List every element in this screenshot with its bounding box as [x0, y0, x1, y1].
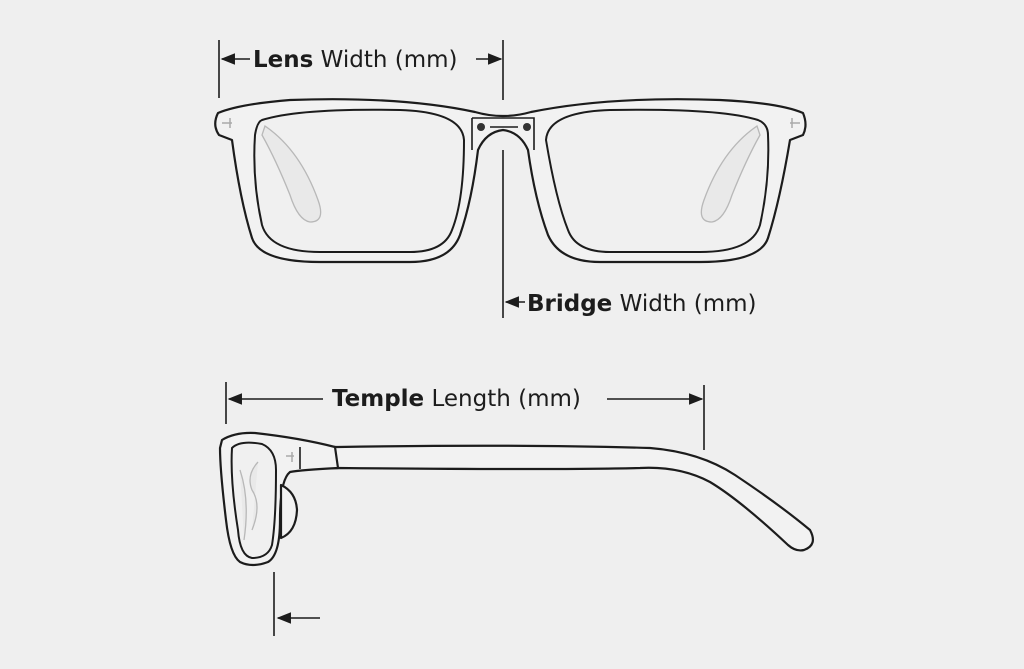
- right-hinge-icon: [790, 118, 800, 128]
- left-rivet-icon: [477, 123, 485, 131]
- side-lens: [230, 441, 278, 560]
- lens-width-dimension: Lens Width (mm): [218, 40, 504, 100]
- left-hinge-icon: [222, 118, 232, 128]
- temple-length-dimension: Temple Length (mm): [225, 382, 705, 450]
- bridge-plate: [471, 117, 535, 150]
- side-hinge-icon: [286, 452, 294, 462]
- left-nose-pad: [261, 124, 322, 223]
- bottom-dimension-marker: [273, 572, 320, 636]
- side-view-glasses: [218, 431, 815, 567]
- side-nose-pad-arm: [279, 483, 299, 540]
- side-nose-pad: [239, 461, 259, 541]
- temple-arm: [298, 444, 815, 552]
- bridge-width-dimension: Bridge Width (mm): [502, 150, 757, 318]
- front-view-glasses: [214, 98, 807, 264]
- right-rivet-icon: [523, 123, 531, 131]
- right-nose-pad: [700, 124, 761, 223]
- lens-width-label: Lens Width (mm): [253, 47, 458, 73]
- bridge-width-label: Bridge Width (mm): [527, 291, 757, 317]
- temple-length-label: Temple Length (mm): [332, 386, 581, 412]
